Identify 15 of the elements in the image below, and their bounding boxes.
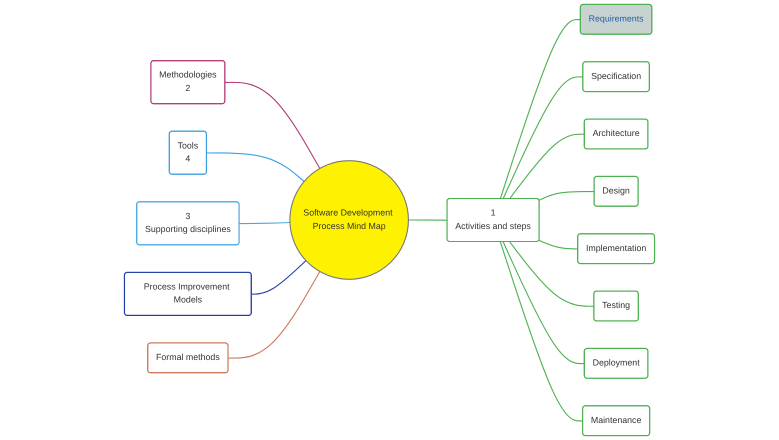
connector	[252, 260, 306, 295]
connector	[239, 222, 290, 224]
connector	[509, 241, 594, 307]
connector	[225, 82, 320, 169]
connector	[500, 242, 583, 422]
connector	[228, 271, 320, 359]
connector	[538, 240, 578, 250]
connector	[538, 190, 594, 201]
connector	[502, 76, 584, 199]
connector	[500, 18, 581, 199]
connector	[502, 242, 585, 364]
connector	[206, 152, 304, 182]
node-circle: Software Development Process Mind Map	[289, 160, 409, 280]
connector	[408, 219, 448, 221]
connector	[509, 134, 585, 200]
